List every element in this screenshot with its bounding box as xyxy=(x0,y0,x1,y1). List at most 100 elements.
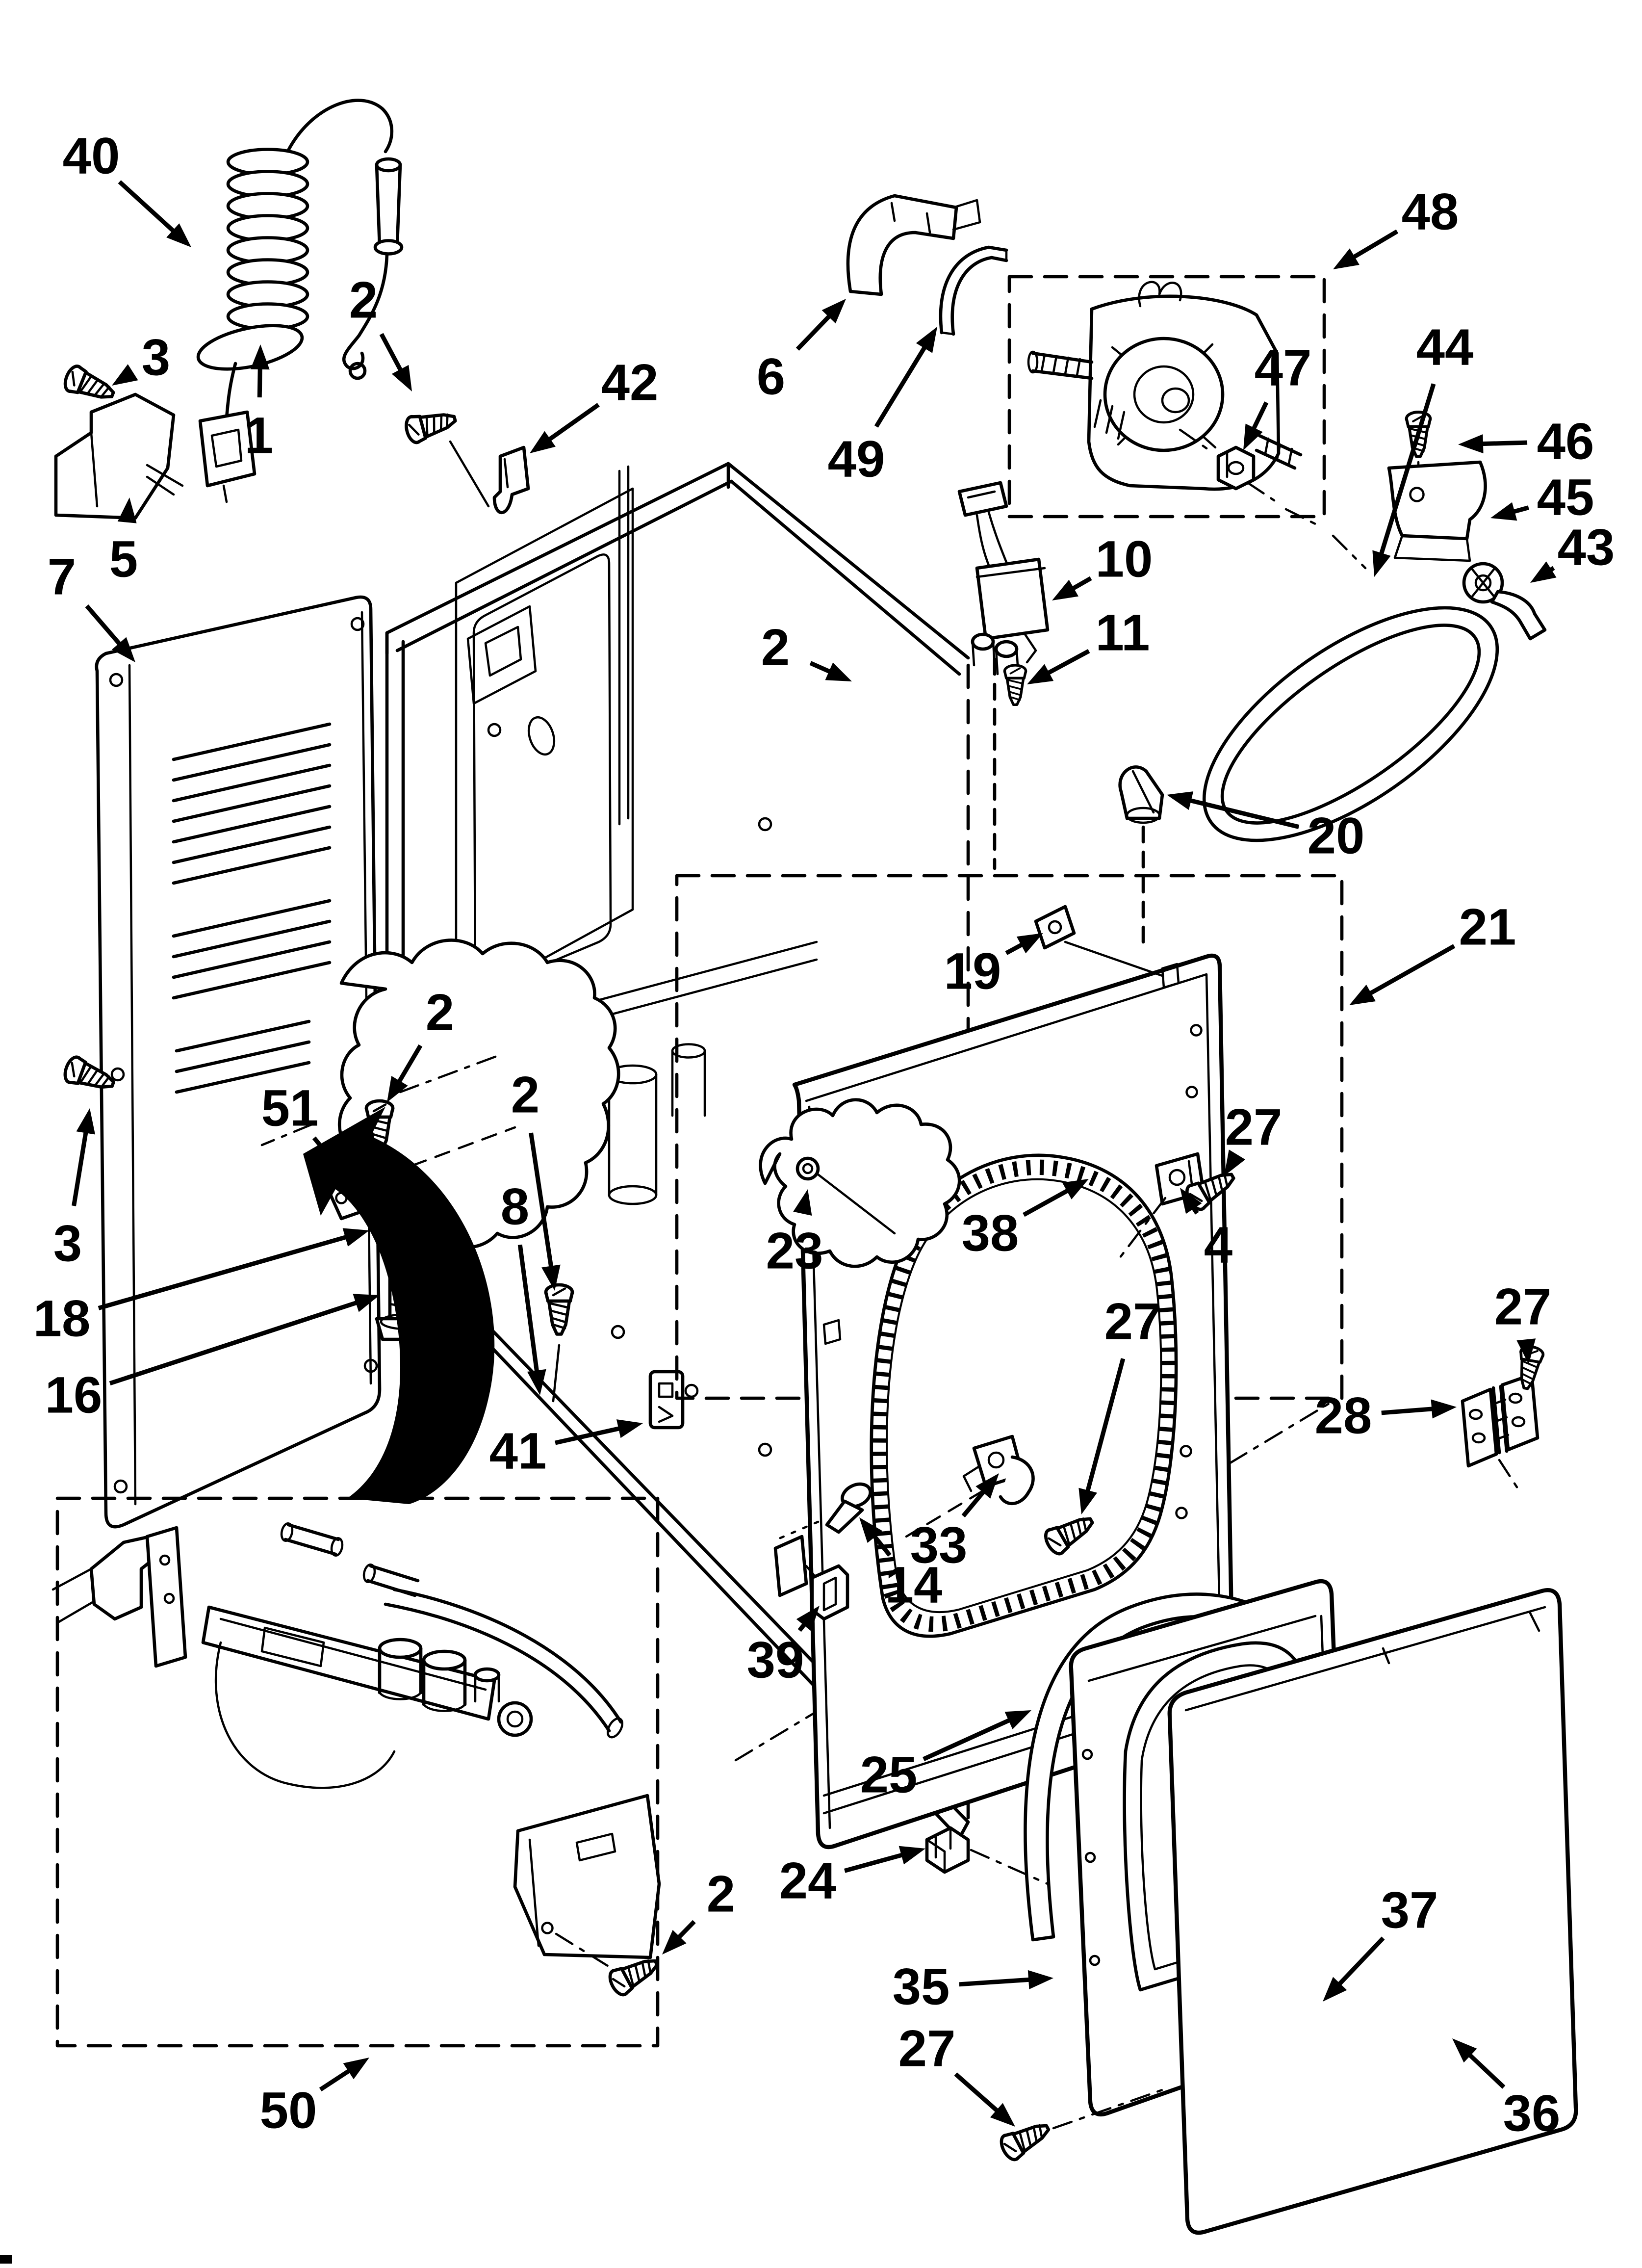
callout-leader xyxy=(1351,229,1399,260)
part-callout-2: 2 xyxy=(511,1067,539,1124)
callout-leader xyxy=(1045,649,1090,676)
grommet-blob-23 xyxy=(759,1098,961,1268)
callout-arrowhead xyxy=(859,1517,883,1543)
callout-arrowhead xyxy=(353,1294,380,1312)
part-callout-2: 2 xyxy=(761,619,790,677)
callout-leader xyxy=(1005,941,1025,955)
callout-arrowhead xyxy=(342,1228,369,1247)
part-callout-41: 41 xyxy=(489,1423,547,1480)
part-callout-42: 42 xyxy=(601,354,659,412)
callout-leader xyxy=(546,403,600,443)
callout-arrowhead xyxy=(1078,1487,1098,1514)
callout-arrowhead xyxy=(1516,1338,1536,1364)
part-callout-19: 19 xyxy=(944,943,1001,1000)
bracket-45 xyxy=(1387,460,1487,562)
callout-arrowhead xyxy=(1004,1710,1031,1729)
callout-leader xyxy=(257,366,262,398)
callout-arrowhead xyxy=(76,1108,96,1135)
motor-48 xyxy=(1027,281,1303,491)
callout-leader xyxy=(555,1426,622,1445)
callout-arrowhead xyxy=(990,2103,1015,2127)
part-callout-10: 10 xyxy=(1096,531,1153,588)
callout-leader xyxy=(109,1300,359,1386)
callout-arrowhead xyxy=(1016,933,1043,954)
part-callout-3: 3 xyxy=(53,1215,82,1273)
callout-leader xyxy=(1023,1187,1071,1217)
callout-leader xyxy=(1251,401,1269,432)
callout-arrowhead xyxy=(1052,579,1078,600)
part-callout-37: 37 xyxy=(1381,1882,1438,1939)
callout-arrowhead xyxy=(387,1076,408,1102)
outer-door-36 xyxy=(1167,1588,1578,2235)
callout-arrowhead xyxy=(916,327,937,353)
idler-clip-43 xyxy=(1462,562,1547,641)
shield-bracket-6 xyxy=(846,194,981,296)
part-callout-39: 39 xyxy=(747,1632,804,1689)
part-callout-51: 51 xyxy=(261,1080,319,1137)
callout-leader xyxy=(1381,1407,1435,1415)
clip-33 xyxy=(905,1434,1035,1538)
callout-leader xyxy=(844,1852,905,1873)
callout-arrowhead xyxy=(1180,1188,1202,1214)
callout-leader xyxy=(871,1533,892,1557)
callout-leader xyxy=(961,1488,987,1518)
callout-arrowhead xyxy=(343,2058,369,2080)
part-callout-43: 43 xyxy=(1558,519,1615,576)
page-mark xyxy=(0,2255,12,2264)
part-callout-2: 2 xyxy=(426,984,454,1042)
callout-leader xyxy=(1336,1936,1385,1987)
callout-arrowhead xyxy=(1530,561,1557,583)
callout-arrowhead xyxy=(1372,550,1391,577)
callout-arrowhead xyxy=(530,431,556,453)
callout-leader xyxy=(72,1129,89,1206)
callout-arrowhead xyxy=(541,1264,561,1291)
screw-2-top-left xyxy=(404,406,458,444)
part-callout-45: 45 xyxy=(1537,469,1594,526)
cone-plug-20 xyxy=(1118,765,1164,824)
burner-assembly xyxy=(51,1522,661,1974)
part-callout-27: 27 xyxy=(1494,1278,1552,1336)
callout-leader xyxy=(1187,798,1300,829)
callout-arrowhead xyxy=(662,1929,687,1955)
part-callout-27: 27 xyxy=(898,2020,956,2078)
callout-leader xyxy=(954,2072,1001,2114)
callout-leader xyxy=(1367,944,1456,996)
part-callout-7: 7 xyxy=(48,548,76,606)
callout-leader xyxy=(1480,440,1528,446)
callout-leader xyxy=(529,1132,554,1270)
callout-leader xyxy=(959,1977,1032,1987)
part-callout-38: 38 xyxy=(962,1205,1019,1262)
callout-leader xyxy=(312,1136,331,1158)
part-callout-4: 4 xyxy=(1204,1217,1232,1274)
screw-2-leader xyxy=(449,440,490,508)
switch-10 xyxy=(957,481,1050,676)
callout-leader xyxy=(1085,1358,1126,1494)
part-callout-23: 23 xyxy=(766,1223,823,1280)
callout-arrowhead xyxy=(1349,984,1376,1005)
callout-leader xyxy=(1070,576,1092,592)
callout-arrowhead xyxy=(1167,791,1194,810)
callout-arrowhead xyxy=(166,223,191,247)
callout-leader xyxy=(923,1717,1012,1761)
callout-arrowhead xyxy=(616,1419,643,1438)
part-callout-35: 35 xyxy=(893,1958,950,2016)
part-callout-28: 28 xyxy=(1315,1387,1372,1445)
sensor-lead xyxy=(342,157,404,380)
clip-19 xyxy=(1034,905,1164,977)
callout-leader xyxy=(118,180,177,235)
screw-2-rail xyxy=(546,1285,572,1334)
callout-leader xyxy=(676,1920,696,1940)
callout-leader xyxy=(1378,383,1436,557)
part-callout-50: 50 xyxy=(260,2082,317,2139)
part-callout-49: 49 xyxy=(828,431,885,488)
part-callout-24: 24 xyxy=(779,1852,837,1910)
clip-24 xyxy=(925,1826,1049,1885)
part-callout-18: 18 xyxy=(33,1290,91,1348)
callout-arrowhead xyxy=(796,1606,820,1631)
screw-3-top xyxy=(62,364,117,407)
screw-11 xyxy=(1004,665,1026,704)
callout-arrowhead xyxy=(527,1369,546,1395)
